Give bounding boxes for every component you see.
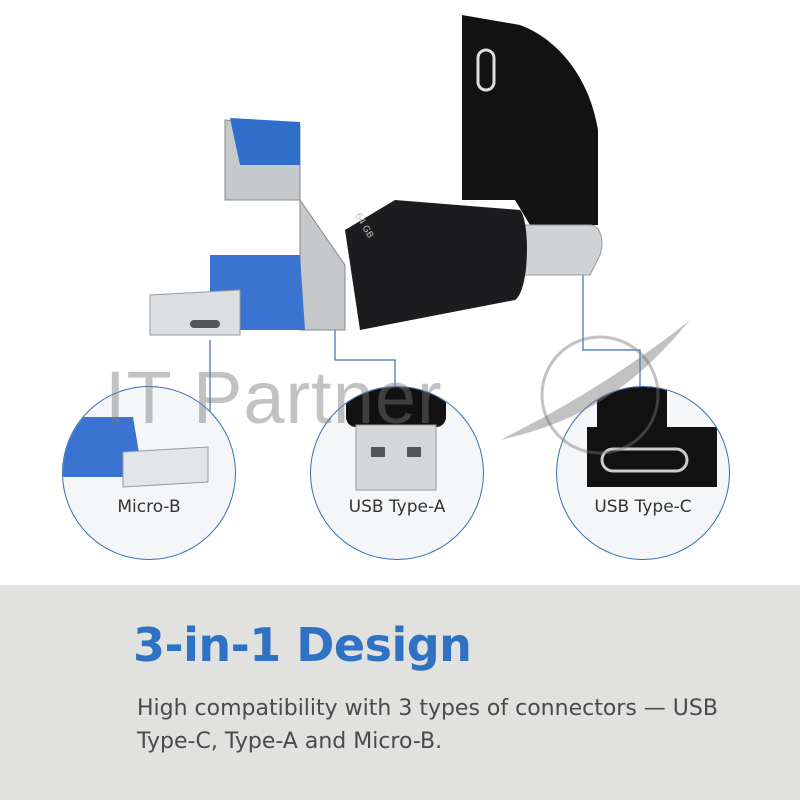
feature-heading: 3-in-1 Design (133, 618, 472, 672)
callout-usb-type-a: USB Type-A (310, 386, 484, 560)
callout-label-usb-type-c: USB Type-C (594, 497, 692, 517)
callout-label-usb-type-a: USB Type-A (348, 497, 446, 517)
watermark-text: IT Partner (105, 356, 443, 439)
callout-line-type-c (582, 275, 641, 395)
callout-micro-b: Micro-B (62, 386, 236, 560)
product-image-area: 64 GB Micro-B USB Type-A USB Type-C IT P… (62, 15, 730, 560)
type-c-cap (462, 15, 598, 225)
callout-usb-type-c: USB Type-C (556, 386, 730, 560)
callout-label-micro-b: Micro-B (117, 497, 181, 517)
feature-description: High compatibility with 3 types of conne… (137, 696, 718, 754)
info-band (0, 585, 800, 800)
drive-body (345, 200, 527, 330)
flash-drive-illustration: 64 GB (149, 15, 641, 420)
